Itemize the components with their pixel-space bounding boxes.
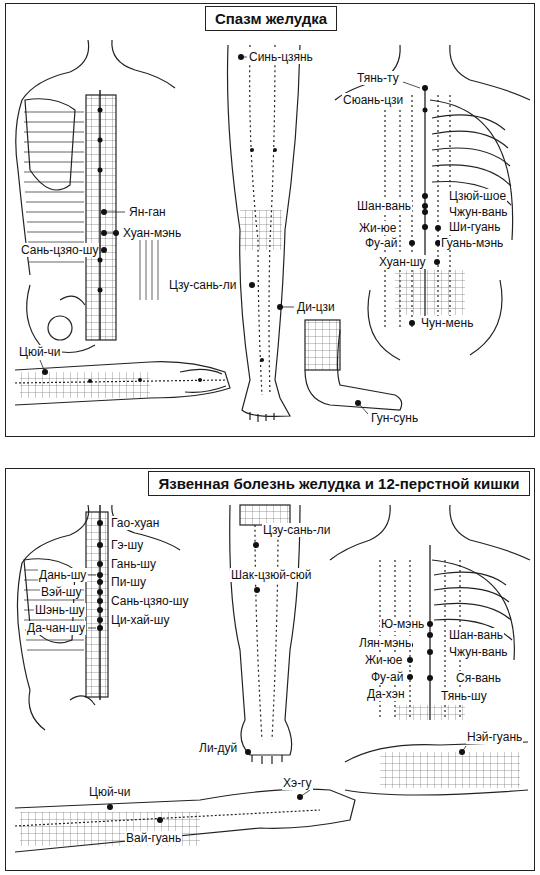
point-label: Шан-вань (356, 199, 412, 213)
point-label: Хэ-гу (282, 776, 313, 790)
point-label: Чжун-вань (448, 645, 509, 659)
point-label: Сюань-цзи (342, 93, 404, 107)
point-label: Цзу-сань-ли (168, 278, 238, 292)
point-label: Чжун-вань (448, 205, 509, 219)
point-label: Ци-хай-шу (110, 613, 170, 627)
point-label: Фу-ай (370, 670, 405, 684)
point-label: Гань-шу (110, 557, 157, 571)
point-label: Цюй-чи (88, 785, 132, 799)
point-label: Хуан-мэнь (122, 226, 182, 240)
point-label: Ши-гуань (448, 220, 502, 234)
point-label: Гуань-мэнь (440, 236, 504, 250)
point-label: Ли-дуй (198, 741, 238, 755)
point-label: Вай-гуань (125, 831, 182, 845)
point-label: Ян-ган (128, 205, 167, 219)
point-label: Тянь-шу (440, 689, 488, 703)
point-label: Хуан-шу (378, 255, 427, 269)
point-label: Вэй-шу (40, 585, 82, 599)
panel-heading: Спазм желудка (205, 6, 337, 31)
point-label: Жи-юе (364, 653, 403, 667)
panel-heading: Язвенная болезнь желудка и 12-перстной к… (148, 471, 529, 496)
point-label: Шак-цзюй-сюй (230, 568, 313, 582)
point-label: Цзюй-шое (448, 189, 507, 203)
point-label: Пи-шу (110, 575, 147, 589)
point-label: Цзу-сань-ли (262, 523, 332, 537)
point-label: Тянь-ту (356, 71, 400, 85)
point-label: Гэ-шу (110, 538, 144, 552)
point-label: Шэнь-шу (34, 603, 86, 617)
point-label: Гао-хуан (110, 516, 160, 530)
point-label: Шан-вань (448, 628, 504, 642)
point-label: Да-чан-шу (26, 621, 86, 635)
point-label: Ся-вань (455, 671, 502, 685)
point-label: Фу-ай (364, 236, 399, 250)
point-label: Ю-мэнь (380, 617, 425, 631)
point-label: Чун-мень (420, 316, 474, 330)
point-label: Цюй-чи (18, 345, 62, 359)
point-label: Жи-юе (358, 221, 397, 235)
point-label: Лян-мэнь (358, 636, 412, 650)
point-label: Нэй-гуань (466, 730, 523, 744)
point-label: Синь-цзянь (248, 50, 314, 64)
point-label: Сань-цзяо-шу (20, 243, 99, 257)
point-label: Да-хэн (366, 687, 406, 701)
point-label: Сань-цзяо-шу (110, 594, 189, 608)
point-label: Дань-шу (38, 568, 87, 582)
point-label: Ди-цзи (296, 300, 336, 314)
point-label: Гун-сунь (370, 411, 419, 425)
